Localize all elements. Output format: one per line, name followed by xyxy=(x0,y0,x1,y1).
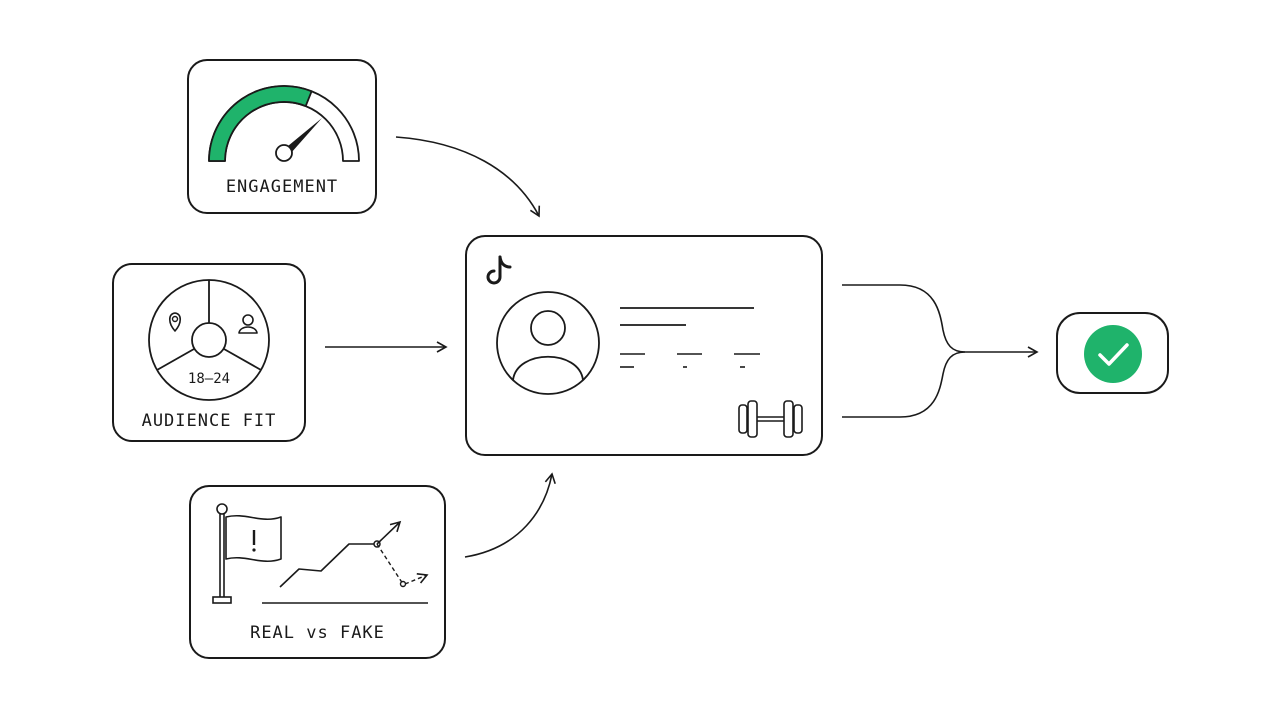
audience-fit-label: AUDIENCE FIT xyxy=(141,411,277,431)
avatar-icon xyxy=(496,291,600,395)
dumbbell-icon xyxy=(738,400,803,438)
location-pin-icon xyxy=(168,312,182,332)
profile-text-placeholder xyxy=(620,307,760,368)
person-icon xyxy=(238,314,258,334)
checkmark-icon xyxy=(1084,325,1142,383)
engagement-label: ENGAGEMENT xyxy=(225,177,339,197)
age-range-label: 18–24 xyxy=(187,371,231,387)
audience-fit-card: 18–24 AUDIENCE FIT xyxy=(112,263,306,442)
profile-card-illustration xyxy=(486,255,803,438)
real-vs-fake-card: REAL vs FAKE xyxy=(189,485,446,659)
engagement-card: ENGAGEMENT xyxy=(187,59,377,214)
creator-profile-card xyxy=(465,235,823,456)
gauge-pivot xyxy=(275,144,293,162)
tiktok-logo-icon xyxy=(486,255,512,285)
merge-line-bottom xyxy=(842,351,966,418)
audience-pie-icon xyxy=(148,279,270,401)
approved-result-card xyxy=(1056,312,1169,394)
arrow-realfake-to-profile xyxy=(464,472,556,558)
trend-line-icon xyxy=(262,520,429,604)
gauge-icon xyxy=(208,85,360,162)
gauge-needle xyxy=(288,118,322,153)
arrow-engagement-to-profile xyxy=(395,136,541,218)
merge-line-top xyxy=(842,284,966,353)
fraud-check-illustration xyxy=(212,503,429,604)
real-vs-fake-label: REAL vs FAKE xyxy=(250,623,385,643)
gauge-fill xyxy=(208,85,313,162)
warning-flag-icon xyxy=(212,503,282,604)
